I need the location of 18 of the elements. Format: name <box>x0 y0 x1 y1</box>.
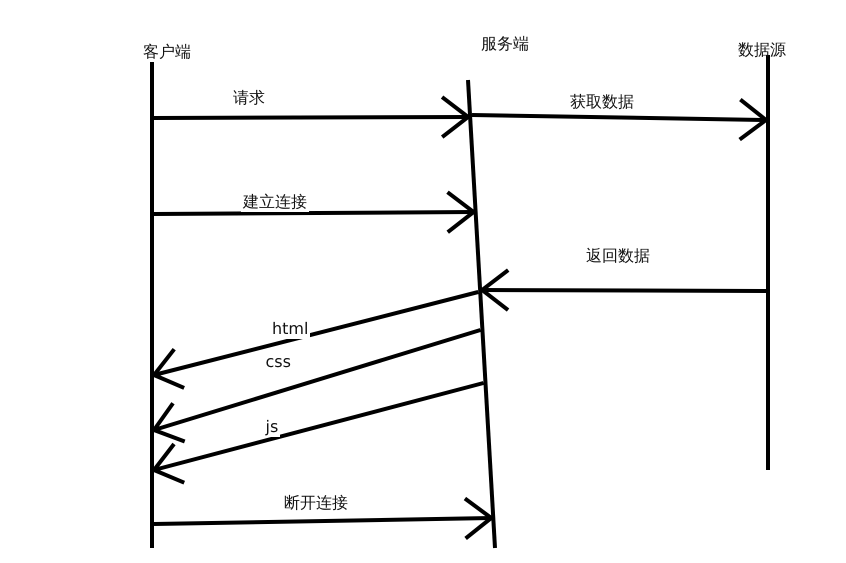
arrow <box>154 95 470 140</box>
arrow <box>152 328 482 444</box>
arrow <box>154 190 476 234</box>
participant-label: 数据源 <box>738 40 786 60</box>
edge-label: 获取数据 <box>568 92 636 112</box>
edge-label: 请求 <box>231 88 267 108</box>
arrow <box>472 98 768 142</box>
edge-label: 返回数据 <box>584 246 652 266</box>
edge-label: 断开连接 <box>282 493 350 513</box>
arrow <box>152 381 484 485</box>
participant-label: 服务端 <box>481 34 529 54</box>
edge-label: 建立连接 <box>241 192 309 212</box>
edge-label: js <box>264 417 280 437</box>
arrow <box>154 496 494 540</box>
arrow <box>152 290 479 390</box>
participant-label: 客户端 <box>143 42 191 62</box>
arrow <box>480 268 766 312</box>
edge-label: html <box>270 319 310 339</box>
